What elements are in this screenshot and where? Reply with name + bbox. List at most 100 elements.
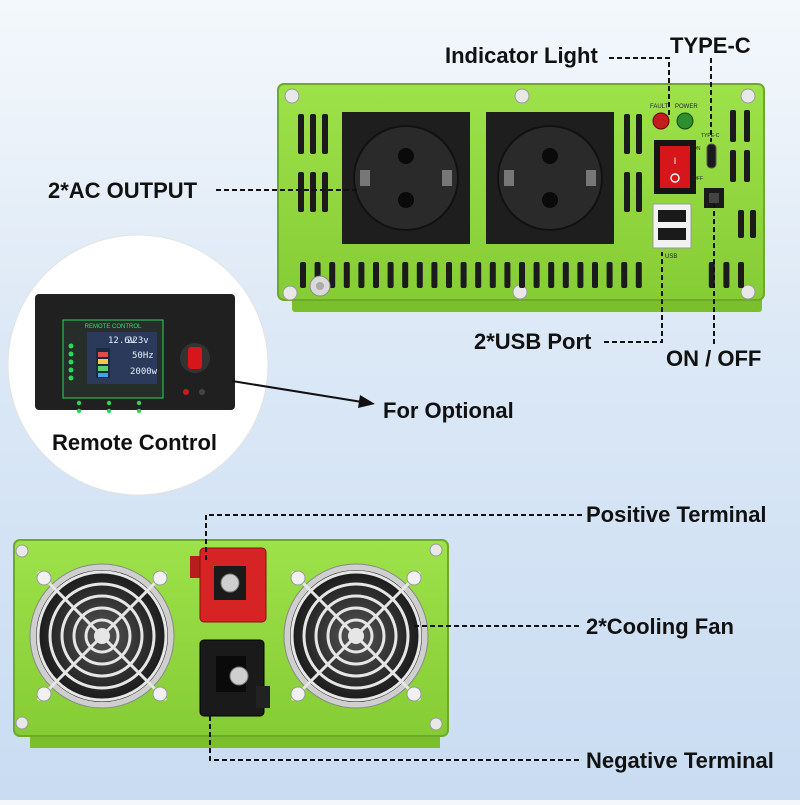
vent-slot — [744, 110, 750, 142]
vent-slot — [300, 262, 306, 288]
vent-slot — [750, 210, 756, 238]
vent-slot — [636, 114, 642, 154]
leader-usb — [604, 252, 663, 343]
vent-slot — [489, 262, 496, 288]
positive-terminal[interactable] — [190, 547, 267, 623]
remote-power-switch[interactable] — [188, 347, 202, 369]
vent-slot — [416, 262, 423, 288]
type-c-label: TYPE-C — [670, 33, 751, 58]
screw-icon — [740, 88, 756, 104]
front-screws — [282, 88, 756, 301]
fault-marking: FAULT — [650, 104, 669, 110]
arrow-head-icon — [358, 395, 375, 408]
usb-port-label: 2*USB Port — [474, 329, 592, 354]
remote-frequency: 50Hz — [132, 351, 154, 361]
front-panel: FAULT POWER I ON OFF TYPE-C USB — [277, 83, 765, 312]
leader-positive — [205, 514, 582, 560]
power-led-icon — [676, 112, 694, 130]
screw-icon — [15, 716, 29, 730]
vent-slot — [460, 262, 467, 288]
vent-slot — [310, 172, 316, 212]
vent-slot — [519, 262, 525, 288]
fan-screw-icon — [152, 686, 168, 702]
vent-slot — [577, 262, 584, 288]
vent-slot — [373, 262, 379, 288]
vent-slot — [298, 172, 304, 212]
remote-leds — [68, 343, 74, 381]
for-optional-label: For Optional — [383, 398, 514, 423]
rear-screws — [15, 543, 443, 731]
power-marking: POWER — [675, 104, 698, 110]
on-off-label: ON / OFF — [666, 346, 762, 371]
screw-icon — [514, 88, 530, 104]
vent-slots — [298, 110, 756, 288]
power-rocker-switch[interactable] — [660, 146, 690, 188]
negative-terminal[interactable] — [199, 639, 270, 717]
screw-icon — [282, 285, 298, 301]
vent-slot — [504, 262, 511, 288]
negative-terminal-label: Negative Terminal — [586, 748, 774, 773]
remote-control-illustration: REMOTE CONTROL 12.6v 223v 50Hz 2000w — [7, 234, 269, 496]
vent-slot — [730, 150, 736, 182]
fan-screw-icon — [406, 570, 422, 586]
off-marking: OFF — [693, 176, 703, 182]
vent-slot — [322, 114, 328, 154]
rear-panel — [13, 539, 449, 748]
vent-slot — [402, 262, 409, 288]
cooling-fan-label: 2*Cooling Fan — [586, 614, 734, 639]
vent-slot — [431, 262, 438, 288]
vent-slot — [730, 110, 736, 142]
vent-slot — [624, 114, 630, 154]
vent-slot — [723, 262, 730, 288]
leader-negative — [209, 716, 582, 761]
vent-slot — [606, 262, 613, 288]
leader-indicator — [609, 57, 670, 115]
positive-terminal-label: Positive Terminal — [586, 502, 767, 527]
fan-screw-icon — [290, 686, 306, 702]
cooling-fan-left — [29, 563, 175, 709]
fault-led-icon — [652, 112, 670, 130]
usb-port-bottom[interactable] — [658, 228, 686, 240]
usb-port-top[interactable] — [658, 210, 686, 222]
vent-slot — [298, 114, 304, 154]
vent-slot — [562, 262, 569, 288]
remote-fault-led-icon — [183, 389, 189, 395]
ac-socket-right — [486, 112, 614, 244]
indicator-light-label: Indicator Light — [445, 43, 598, 68]
screw-icon — [15, 544, 29, 558]
vent-slot — [744, 150, 750, 182]
optional-arrow-line — [231, 380, 363, 403]
vent-slot — [548, 262, 555, 288]
screw-icon — [740, 284, 756, 300]
remote-power: 2000w — [130, 367, 158, 377]
leader-lines — [205, 57, 715, 761]
fan-screw-icon — [290, 570, 306, 586]
vent-slot — [310, 114, 316, 154]
fan-screw-icon — [36, 686, 52, 702]
switch-off-mark — [670, 173, 680, 183]
vent-slot — [387, 262, 394, 288]
fan-screw-icon — [406, 686, 422, 702]
screw-icon — [429, 543, 443, 557]
remote-status-row — [76, 400, 142, 414]
screw-icon — [429, 717, 443, 731]
on-marking: ON — [693, 146, 701, 152]
vent-slot — [475, 262, 482, 288]
vent-slot — [636, 172, 642, 212]
usb-marking: USB — [665, 254, 677, 260]
vent-slot — [621, 262, 628, 288]
remote-control-label: Remote Control — [52, 430, 217, 455]
remote-voltage-in: 12.6v — [108, 336, 135, 346]
fan-screw-icon — [152, 570, 168, 586]
vent-slot — [329, 262, 336, 288]
remote-title: REMOTE CONTROL — [85, 324, 142, 330]
switch-on-mark: I — [674, 156, 677, 166]
vent-slot — [592, 262, 598, 288]
vent-slot — [635, 262, 642, 288]
vent-slot — [624, 172, 630, 212]
type-c-port[interactable] — [706, 143, 717, 169]
vent-slot — [446, 262, 452, 288]
ac-output-label: 2*AC OUTPUT — [48, 178, 198, 203]
